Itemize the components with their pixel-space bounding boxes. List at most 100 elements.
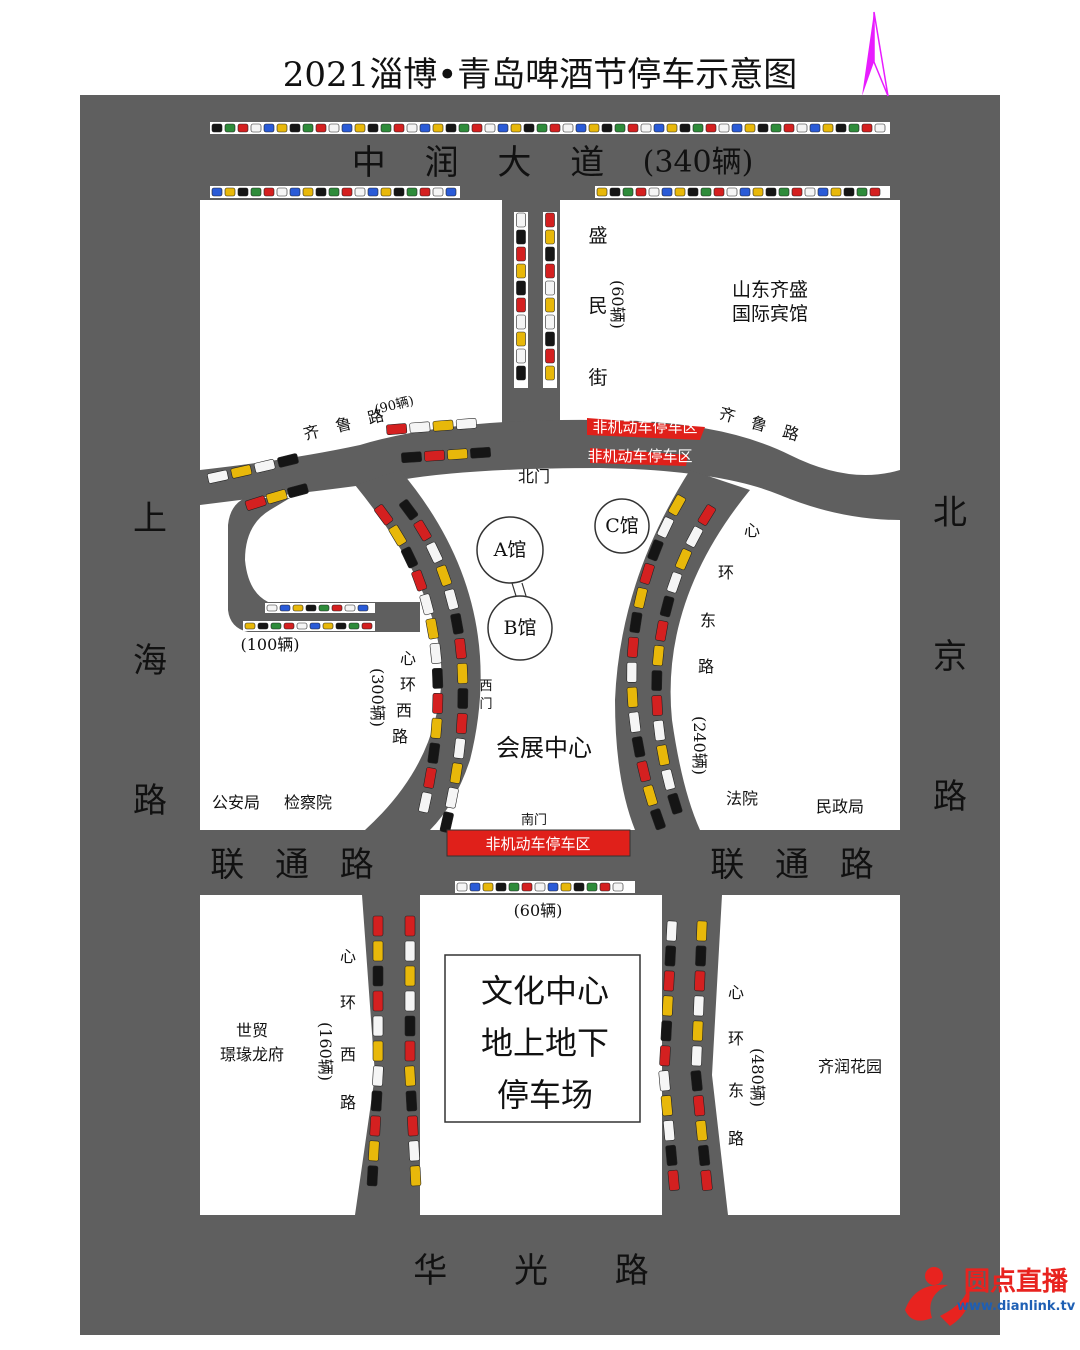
car-icon xyxy=(652,645,665,667)
car-icon xyxy=(679,123,691,133)
car-icon xyxy=(380,123,392,133)
car-icon xyxy=(830,187,842,197)
car-icon xyxy=(372,1065,384,1087)
car-icon xyxy=(697,504,716,526)
car-icon xyxy=(726,187,738,197)
xinhuan-dong-upper-2: 环 xyxy=(718,563,734,582)
car-icon xyxy=(639,563,655,585)
car-icon xyxy=(663,1120,676,1142)
car-icon xyxy=(516,365,526,381)
car-icon xyxy=(404,915,416,937)
car-icon xyxy=(393,123,405,133)
shengmin-label-1: 盛 xyxy=(588,225,607,247)
car-icon xyxy=(739,187,751,197)
car-icon xyxy=(287,483,309,498)
hotel-label-1: 山东齐盛 xyxy=(732,279,808,301)
xinhuan-dong-lower-4: 路 xyxy=(728,1129,744,1148)
car-icon xyxy=(757,123,769,133)
car-icon xyxy=(861,123,873,133)
west-gate-label-1: 西 xyxy=(479,679,492,694)
shanghai-road-label-2: 海 xyxy=(133,641,167,681)
zone-north-2: 非机动车停车区 xyxy=(587,447,693,466)
car-icon xyxy=(419,187,431,197)
car-icon xyxy=(848,123,860,133)
car-icon xyxy=(430,717,443,739)
car-icon xyxy=(796,123,808,133)
xinhuan-xi-lower-1: 心 xyxy=(340,947,356,966)
car-icon xyxy=(265,489,288,505)
car-icon xyxy=(545,263,555,279)
car-icon xyxy=(545,229,555,245)
car-icon xyxy=(666,123,678,133)
car-icon xyxy=(545,331,555,347)
car-icon xyxy=(817,187,829,197)
huaguang-road-label: 华 光 路 xyxy=(413,1251,677,1291)
car-icon xyxy=(599,882,611,892)
car-icon xyxy=(835,123,847,133)
car-icon xyxy=(211,187,223,197)
road-xinhuan-dong-upper xyxy=(615,470,750,830)
car-icon xyxy=(409,421,431,434)
car-icon xyxy=(279,604,291,612)
south-gate-label: 南门 xyxy=(521,812,547,828)
car-icon xyxy=(429,642,442,665)
car-icon xyxy=(372,1015,384,1037)
south-lot-capacity: (60辆) xyxy=(514,901,563,920)
car-icon xyxy=(367,123,379,133)
car-icon xyxy=(436,564,452,587)
car-icon xyxy=(447,448,468,461)
car-icon xyxy=(454,638,467,660)
hall-connector-2 xyxy=(521,582,527,597)
car-icon xyxy=(368,1140,380,1162)
car-icon xyxy=(425,617,439,640)
xinhuan-dong-upper-1: 心 xyxy=(744,521,760,540)
car-icon xyxy=(523,123,535,133)
car-icon xyxy=(628,711,642,733)
car-icon xyxy=(516,348,526,364)
car-icon xyxy=(263,123,275,133)
road-huaguang xyxy=(80,1215,1000,1335)
logo-name: 圆点直播 xyxy=(964,1266,1069,1297)
car-icon xyxy=(318,604,330,612)
car-icon xyxy=(545,212,555,228)
car-icon xyxy=(370,1090,383,1112)
car-icon xyxy=(651,670,663,691)
car-icon xyxy=(445,187,457,197)
car-icon xyxy=(508,882,520,892)
xinhuan-dong-lower-2: 环 xyxy=(728,1029,744,1048)
car-icon xyxy=(257,622,269,630)
car-icon xyxy=(516,229,526,245)
car-icon xyxy=(700,1169,713,1191)
zone-north-1-label: 非机动车停车区 xyxy=(592,418,697,436)
shanghai-road-label-3: 路 xyxy=(133,781,167,821)
north-gate-label: 北门 xyxy=(518,467,550,486)
car-icon xyxy=(765,187,777,197)
car-icon xyxy=(348,622,360,630)
expo-center-label: 会展中心 xyxy=(496,734,592,762)
hall-a-label: A馆 xyxy=(493,539,527,561)
car-icon xyxy=(341,123,353,133)
car-icon xyxy=(697,1144,711,1167)
car-icon xyxy=(425,541,443,564)
car-icon xyxy=(640,123,652,133)
car-icon xyxy=(401,451,422,464)
car-icon xyxy=(328,187,340,197)
car-icon xyxy=(661,768,676,791)
car-icon xyxy=(674,187,686,197)
car-icon xyxy=(406,187,418,197)
car-icon xyxy=(516,246,526,262)
car-icon xyxy=(357,604,369,612)
car-icon xyxy=(656,744,670,766)
hall-connector xyxy=(511,582,517,597)
car-icon xyxy=(497,123,509,133)
car-icon xyxy=(296,622,308,630)
shengmin-label-2: 民 xyxy=(588,295,607,317)
car-icon xyxy=(545,297,555,313)
car-icon xyxy=(439,811,454,834)
xinhuan-dong-lower-3: 东 xyxy=(728,1081,744,1100)
car-icon xyxy=(573,882,585,892)
car-icon xyxy=(366,1165,379,1187)
car-icon xyxy=(484,123,496,133)
car-icon xyxy=(690,1070,703,1092)
